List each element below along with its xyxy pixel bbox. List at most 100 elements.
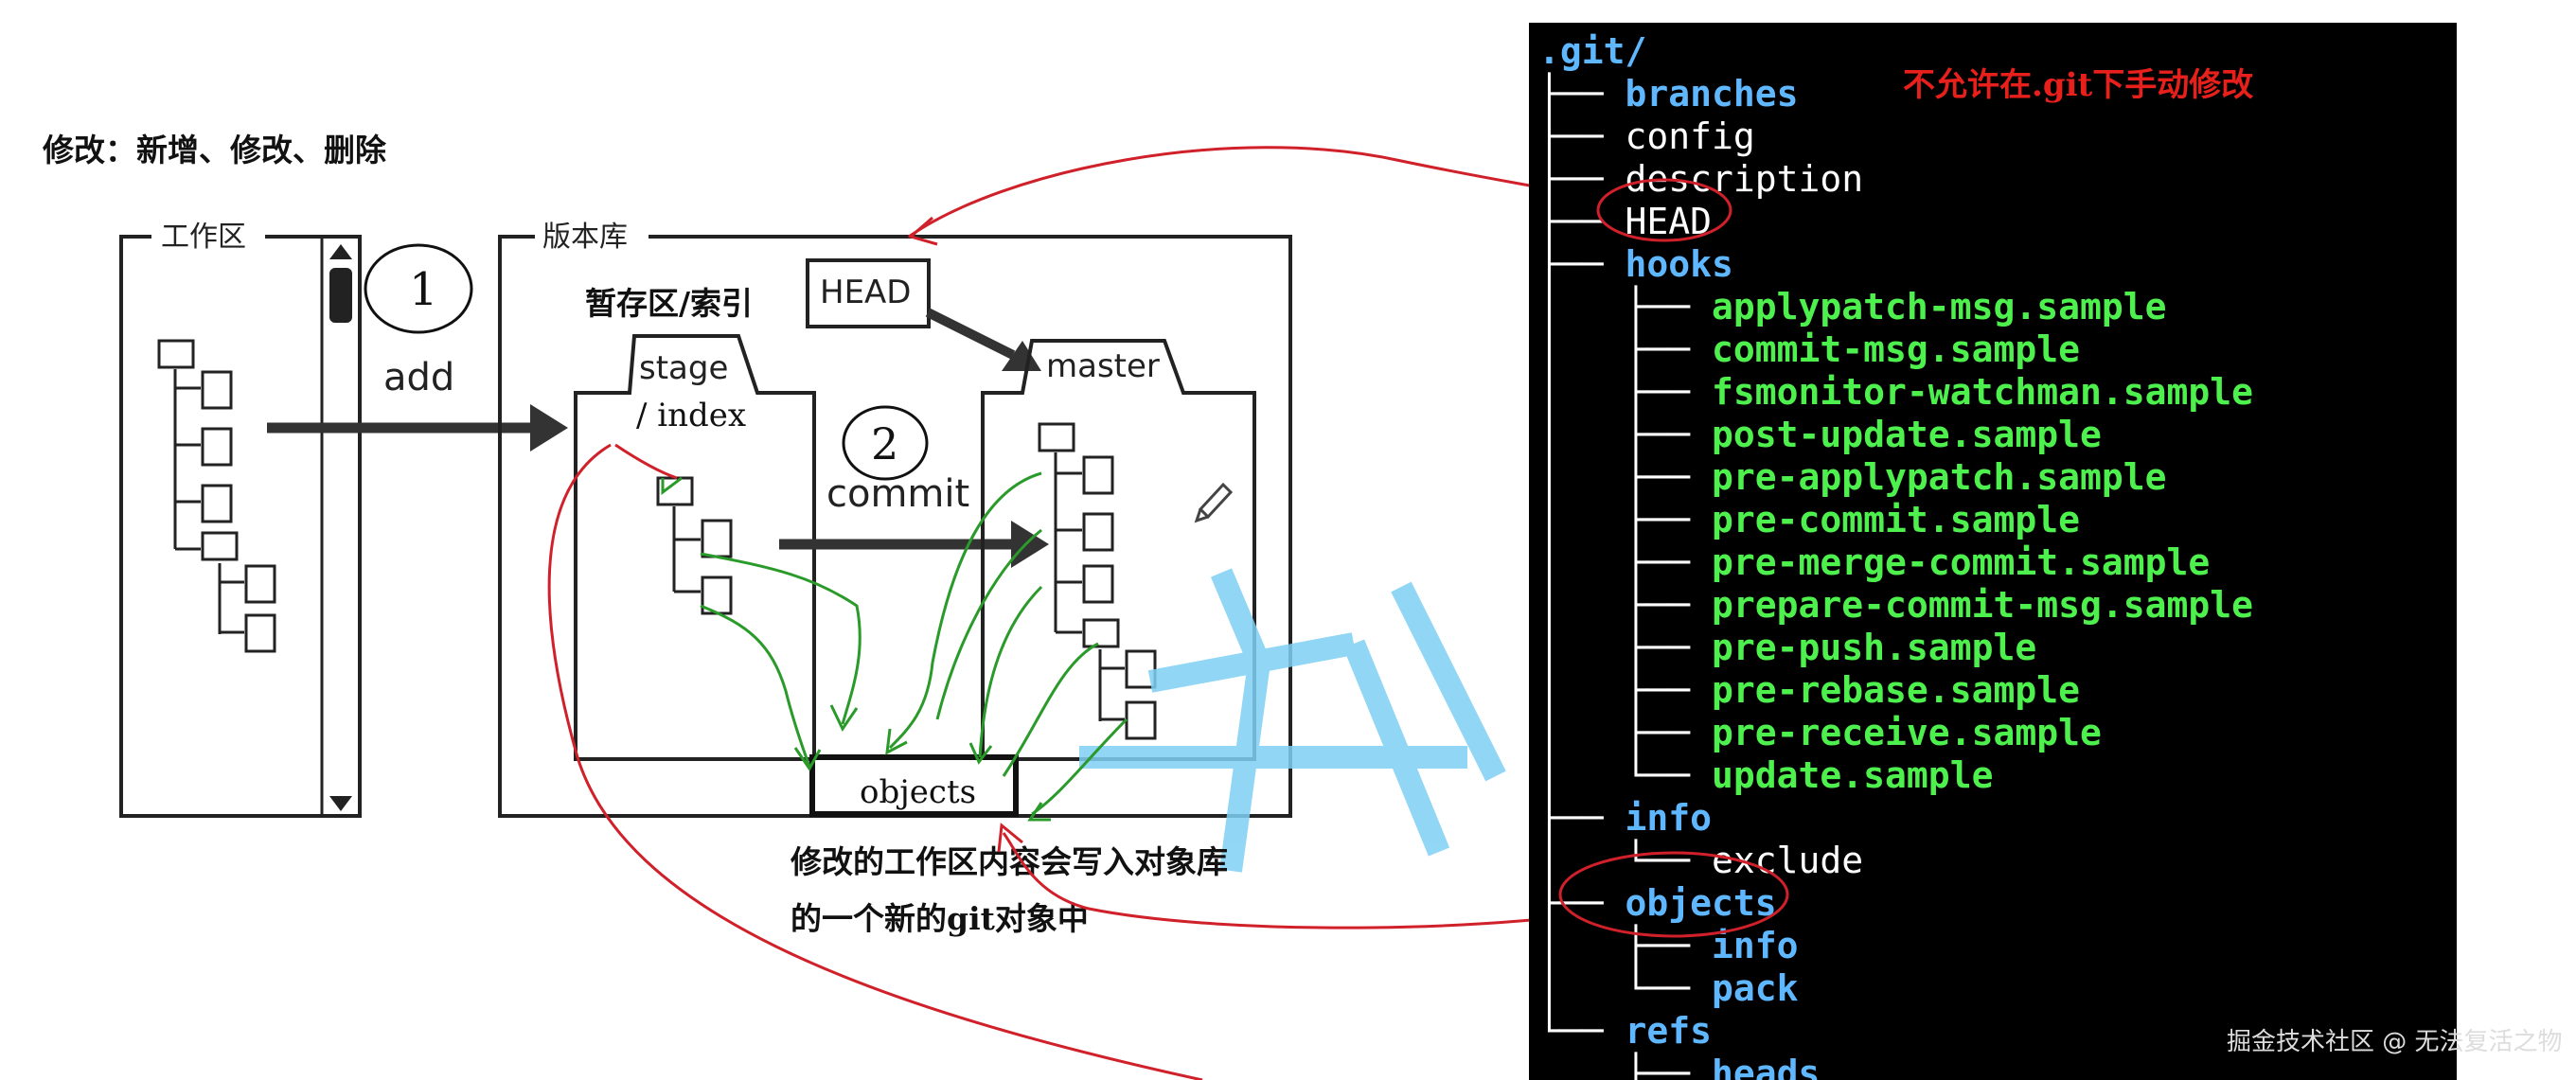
tree-branch-prefix: │ ├── bbox=[1538, 925, 1713, 966]
step2-number: 2 bbox=[871, 418, 898, 469]
tree-entry-name: fsmonitor-watchman.sample bbox=[1712, 371, 2253, 413]
tree-branch-prefix: │ └── bbox=[1538, 840, 1713, 881]
commit-label: commit bbox=[826, 472, 969, 516]
tree-branch-prefix: │ ├── bbox=[1538, 669, 1713, 711]
tree-line: ├── hooks bbox=[1538, 243, 1733, 286]
head-label: HEAD bbox=[820, 274, 912, 311]
tree-branch-prefix: │ ├── bbox=[1538, 328, 1713, 370]
master-label: master bbox=[1046, 347, 1160, 385]
tree-branch-prefix: │ ├── bbox=[1538, 286, 1713, 328]
tree-entry-name: prepare-commit-msg.sample bbox=[1712, 584, 2253, 626]
tree-branch-prefix: ├── bbox=[1538, 201, 1626, 242]
objects-box bbox=[809, 754, 1019, 817]
tree-entry-name: applypatch-msg.sample bbox=[1712, 286, 2167, 328]
tree-line: │ └── update.sample bbox=[1538, 754, 1993, 797]
tree-entry-name: post-update.sample bbox=[1712, 414, 2102, 455]
tree-line: ├── branches bbox=[1538, 73, 1799, 115]
tree-entry-name: pre-commit.sample bbox=[1712, 499, 2080, 540]
tree-branch-prefix: └── bbox=[1538, 1010, 1626, 1052]
tree-entry-name: refs bbox=[1625, 1010, 1713, 1052]
tree-entry-name: pack bbox=[1712, 967, 1799, 1009]
tree-entry-name: description bbox=[1625, 158, 1864, 200]
add-label: add bbox=[383, 356, 454, 399]
watermark: 掘金技术社区 @ 无法复活之物 bbox=[2227, 1028, 2563, 1056]
workspace-panel: 工作区 bbox=[119, 221, 362, 818]
tree-line: │ ├── info bbox=[1538, 925, 1799, 967]
tree-line: │ ├── pre-applypatch.sample bbox=[1538, 456, 2166, 499]
workspace-label: 工作区 bbox=[161, 221, 246, 254]
stage-label: stage bbox=[639, 349, 728, 387]
tree-branch-prefix: │ ├── bbox=[1538, 371, 1713, 413]
head-box bbox=[806, 258, 931, 328]
git-directory-tree-terminal: 不允许在.git下手动修改 .git/├── branches├── confi… bbox=[1529, 23, 2457, 1080]
tree-entry-name: pre-rebase.sample bbox=[1712, 669, 2080, 711]
tree-line: │ └── exclude bbox=[1538, 840, 1863, 882]
tree-branch-prefix: ├── bbox=[1538, 73, 1626, 115]
index-label: / index bbox=[636, 397, 746, 434]
tree-branch-prefix: │ ├── bbox=[1538, 584, 1713, 626]
tree-line: │ ├── pre-push.sample bbox=[1538, 627, 2036, 669]
tree-branch-prefix: ├── bbox=[1538, 243, 1626, 285]
stage-index-area: stage / index bbox=[574, 334, 816, 761]
repo-label: 版本库 bbox=[542, 221, 628, 254]
head-to-master-arrow bbox=[925, 308, 1016, 360]
stage-caption: 暂存区/索引 bbox=[585, 285, 753, 322]
tree-branch-prefix: │ ├── bbox=[1538, 627, 1713, 668]
tree-branch-prefix: .git/ bbox=[1538, 30, 1647, 72]
tree-line: .git/ bbox=[1538, 30, 1646, 73]
no-manual-edit-warning: 不允许在.git下手动修改 bbox=[1903, 66, 2254, 104]
tree-entry-name: info bbox=[1625, 797, 1713, 839]
tree-line: ├── config bbox=[1538, 115, 1755, 158]
tree-entry-name: pre-push.sample bbox=[1712, 627, 2037, 668]
tree-line: ├── heads bbox=[1538, 1053, 1821, 1080]
note-line-2: 的一个新的git对象中 bbox=[791, 900, 1089, 937]
tree-entry-name: heads bbox=[1712, 1053, 1821, 1080]
tree-line: │ ├── pre-receive.sample bbox=[1538, 712, 2102, 754]
objects-label: objects bbox=[860, 773, 976, 811]
tree-line: │ ├── applypatch-msg.sample bbox=[1538, 286, 2166, 328]
tree-line: │ ├── post-update.sample bbox=[1538, 414, 2102, 456]
note-line-1: 修改的工作区内容会写入对象库 bbox=[790, 843, 1228, 880]
tree-line: ├── info bbox=[1538, 797, 1712, 840]
tree-entry-name: hooks bbox=[1625, 243, 1733, 285]
tree-line: │ ├── pre-rebase.sample bbox=[1538, 669, 2080, 712]
tree-branch-prefix: ├── bbox=[1538, 797, 1626, 839]
tree-branch-prefix: │ ├── bbox=[1538, 712, 1713, 753]
tree-branch-prefix: ├── bbox=[1538, 1053, 1713, 1080]
tree-entry-name: branches bbox=[1625, 73, 1799, 115]
tree-branch-prefix: │ ├── bbox=[1538, 541, 1713, 583]
tree-line: ├── objects bbox=[1538, 882, 1777, 925]
tree-entry-name: info bbox=[1712, 925, 1799, 966]
tree-line: │ ├── prepare-commit-msg.sample bbox=[1538, 584, 2253, 627]
tree-branch-prefix: │ └── bbox=[1538, 754, 1713, 796]
tree-branch-prefix: │ ├── bbox=[1538, 499, 1713, 540]
tree-entry-name: HEAD bbox=[1625, 201, 1713, 242]
tree-branch-prefix: ├── bbox=[1538, 158, 1626, 200]
tree-line: ├── description bbox=[1538, 158, 1863, 201]
master-branch-area: master bbox=[981, 339, 1256, 761]
workspace-scrollbar bbox=[320, 235, 362, 818]
tree-entry-name: pre-merge-commit.sample bbox=[1712, 541, 2211, 583]
blue-overlay-glyph bbox=[1079, 568, 1506, 873]
tree-branch-prefix: │ ├── bbox=[1538, 414, 1713, 455]
tree-entry-name: commit-msg.sample bbox=[1712, 328, 2080, 370]
tree-entry-name: update.sample bbox=[1712, 754, 1994, 796]
tree-entry-name: objects bbox=[1625, 882, 1777, 924]
tree-branch-prefix: │ ├── bbox=[1538, 456, 1713, 498]
tree-line: │ ├── pre-commit.sample bbox=[1538, 499, 2080, 541]
tree-line: ├── HEAD bbox=[1538, 201, 1712, 243]
tree-entry-name: config bbox=[1625, 115, 1755, 157]
tree-entry-name: pre-receive.sample bbox=[1712, 712, 2102, 753]
tree-entry-name: pre-applypatch.sample bbox=[1712, 456, 2167, 498]
tree-entry-name: exclude bbox=[1712, 840, 1864, 881]
tree-branch-prefix: │ └── bbox=[1538, 967, 1713, 1009]
step1-circle bbox=[364, 243, 473, 334]
tree-line: │ ├── fsmonitor-watchman.sample bbox=[1538, 371, 2253, 414]
workspace-file-tree bbox=[157, 339, 276, 653]
tree-line: │ └── pack bbox=[1538, 967, 1799, 1010]
tree-line: │ ├── pre-merge-commit.sample bbox=[1538, 541, 2210, 584]
tree-line: └── refs bbox=[1538, 1010, 1712, 1053]
green-annotation-arrows bbox=[661, 471, 1128, 822]
tree-branch-prefix: ├── bbox=[1538, 115, 1626, 157]
